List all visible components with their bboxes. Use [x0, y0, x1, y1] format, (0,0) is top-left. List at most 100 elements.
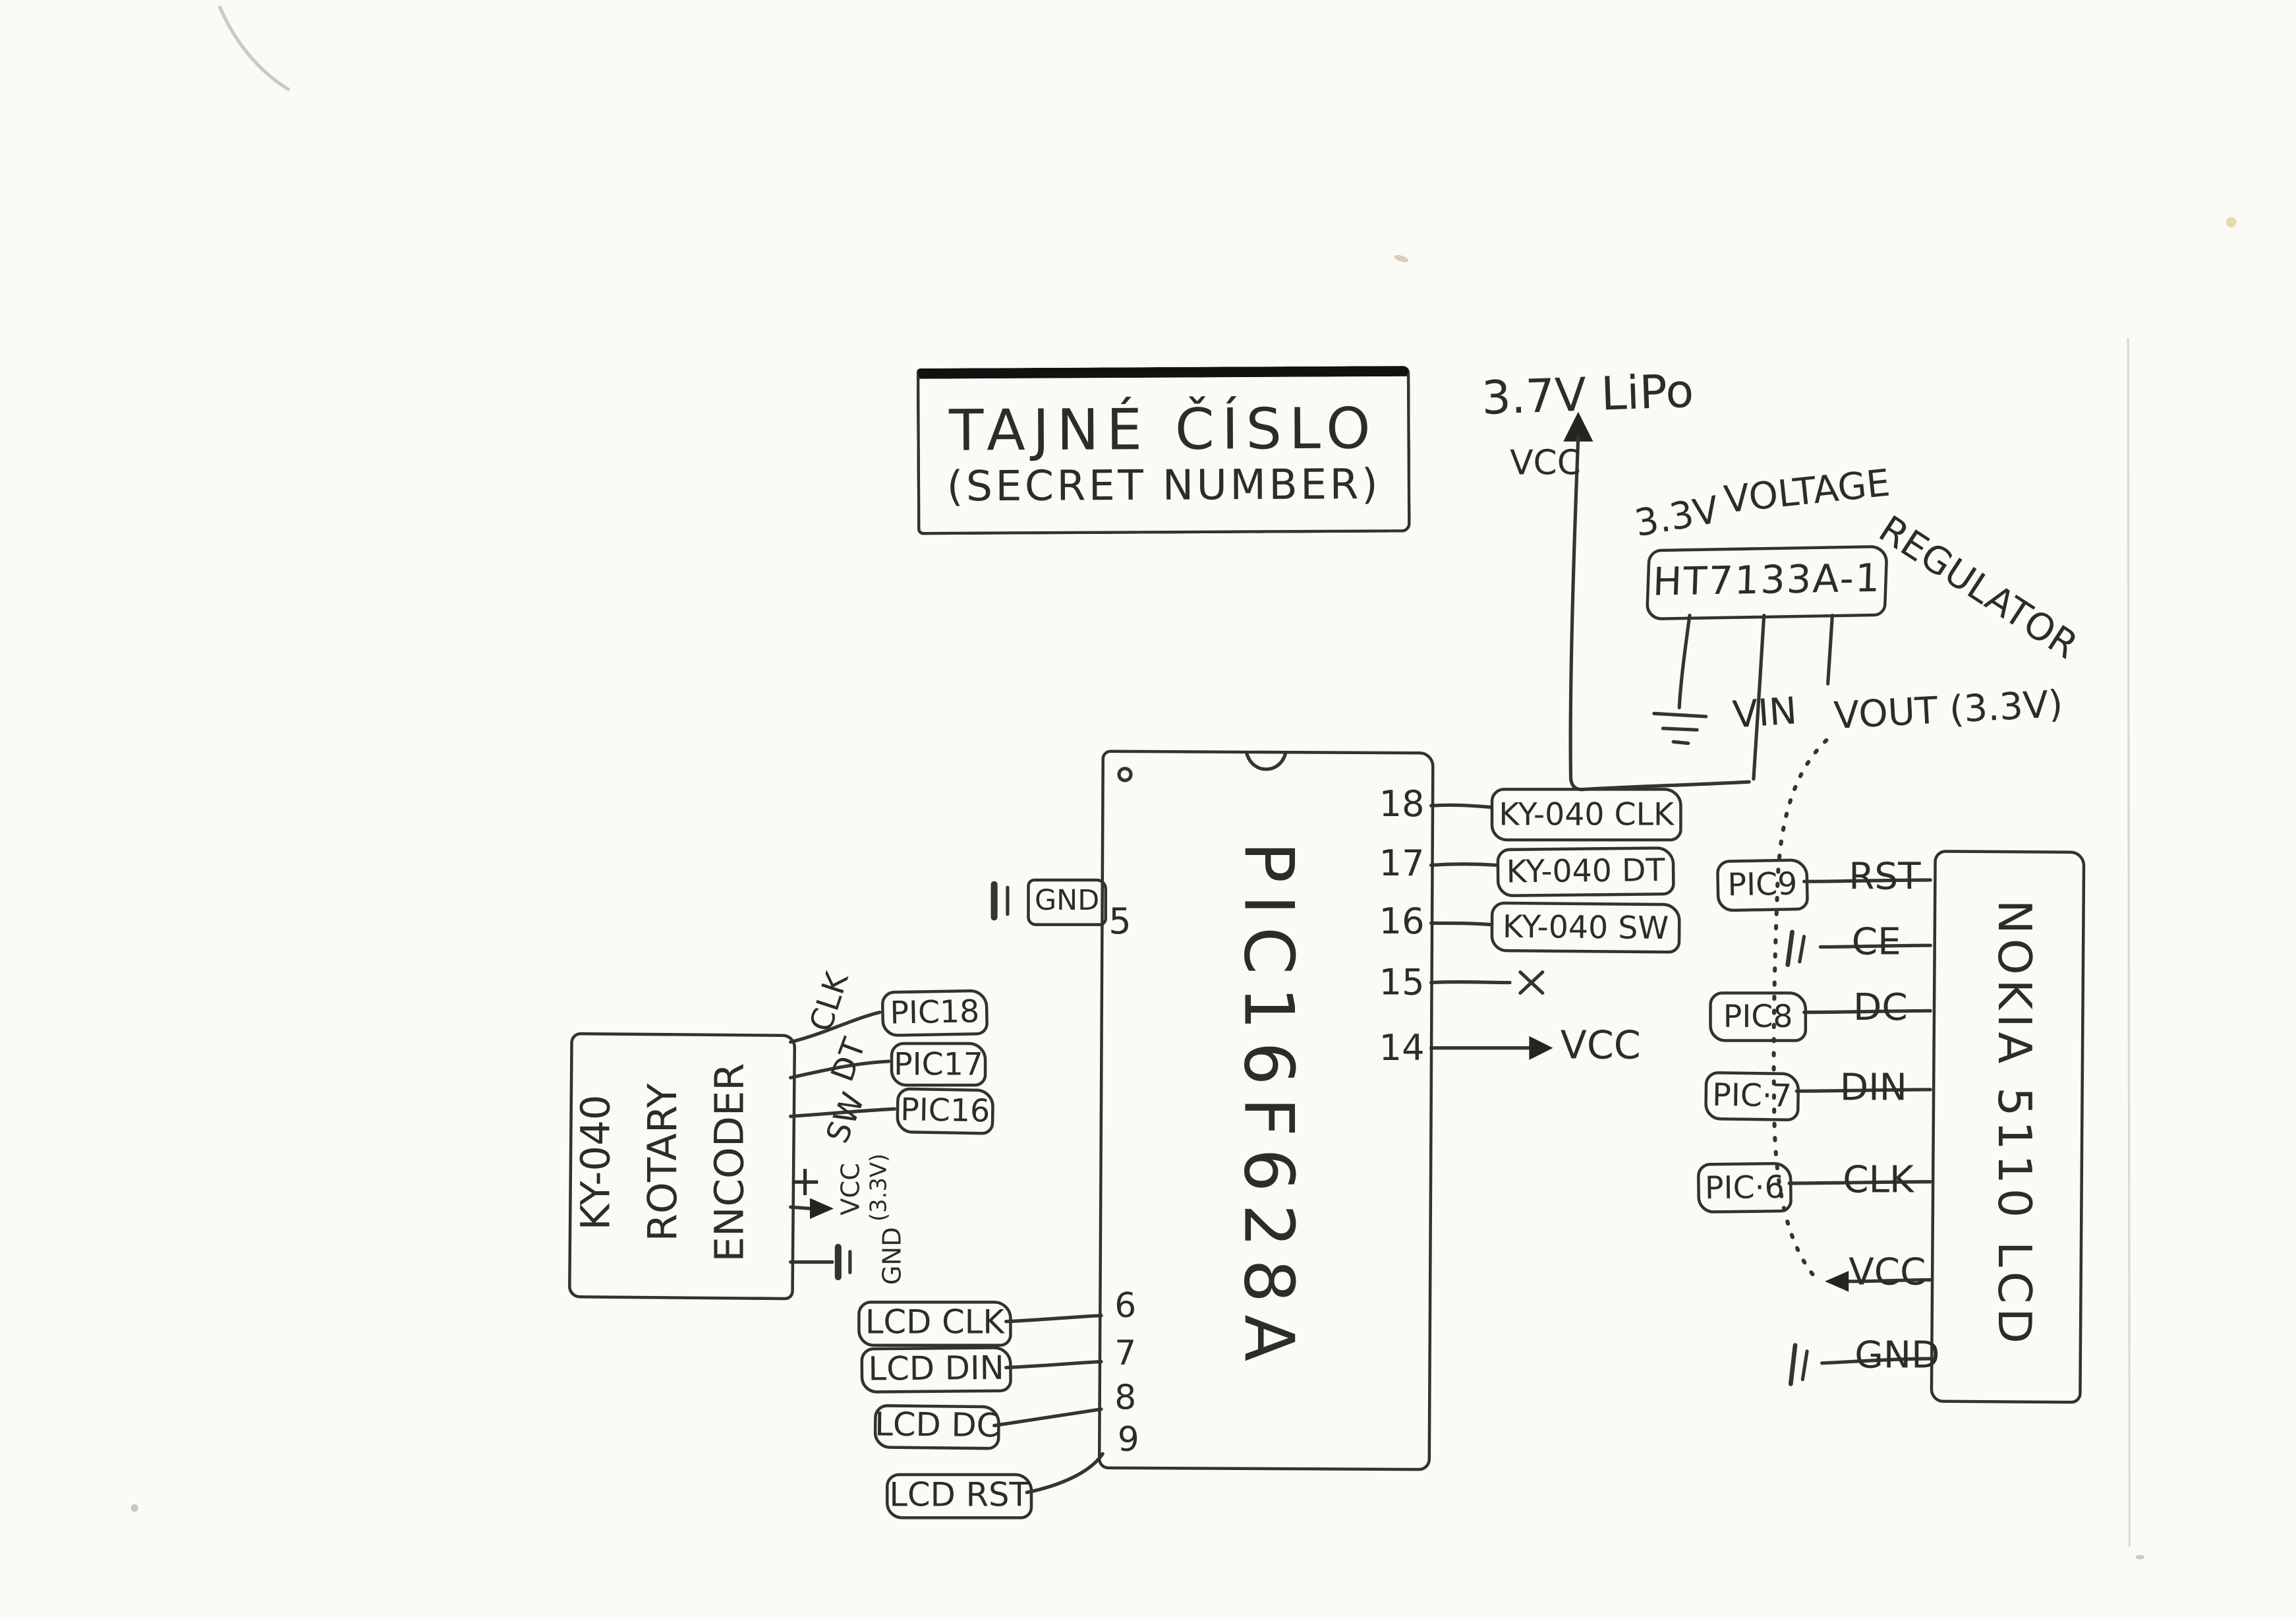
nokia-name-label: NOKIA 5110 LCD [1986, 899, 2041, 1348]
paper-speck [2225, 217, 2237, 228]
ground-bar-ce-2 [1798, 935, 1806, 964]
wire-pin6-lcdclk [1004, 1314, 1103, 1324]
dotted-wire-vout-to-lcd-vcc [1771, 738, 1829, 1281]
tag-label-pic18: PIC18 [890, 994, 980, 1032]
wire-lcd-rst [1802, 878, 1932, 883]
tag-label-pic8: PIC8 [1723, 999, 1793, 1035]
title-czech: TAJNÉ ČÍSLO [948, 396, 1379, 463]
nokia-dc-label: DC [1852, 986, 1908, 1029]
wire-lcd-ce [1818, 943, 1932, 949]
wire-pin16-ky040sw [1429, 921, 1493, 927]
tag-box-pic7: PIC·7 [1704, 1071, 1800, 1122]
wire-lcd-din [1794, 1088, 1932, 1093]
wire-lcd-vcc [1847, 1278, 1932, 1283]
wire-reg-vin-leg [1752, 613, 1766, 781]
wire-battery-vin [1568, 435, 1751, 792]
encoder-gnd-label: GND [878, 1227, 908, 1285]
wire-lcd-dc [1802, 1009, 1932, 1015]
paper-speck [2135, 1554, 2144, 1560]
tag-label-pic9: PIC9 [1727, 866, 1798, 904]
net-box-ky040-clk: KY-040 CLK [1490, 788, 1682, 842]
tag-box-pic8: PIC8 [1709, 991, 1808, 1042]
net-label-ky040-dt: KY-040 DT [1506, 853, 1665, 891]
wire-pin8-lcddc [992, 1407, 1103, 1428]
pin5-gnd-label: GND [1034, 884, 1100, 918]
net-box-lcd-din: LCD DIN [860, 1346, 1012, 1394]
arrow-left-icon [1825, 1271, 1849, 1292]
pin-number-17: 17 [1379, 842, 1425, 885]
pin5-gnd-box: GND [1027, 878, 1107, 926]
pin-number-15: 15 [1379, 961, 1425, 1004]
paper-speck [130, 1504, 138, 1512]
tag-box-pic6: PIC·6 [1696, 1162, 1793, 1214]
battery-label: 3.7V LiPo [1480, 365, 1695, 427]
tag-box-pic9: PIC9 [1715, 858, 1810, 912]
net-box-lcd-dc: LCD DC [873, 1403, 1000, 1450]
encoder-vcc-label: VCC [836, 1162, 867, 1216]
wire-lcd-clk [1787, 1180, 1932, 1185]
net-box-lcd-rst: LCD RST [885, 1473, 1033, 1519]
encoder-plus-sign: + [788, 1156, 823, 1206]
title-english: (SECRET NUMBER) [946, 459, 1381, 511]
net-box-lcd-clk: LCD CLK [857, 1301, 1012, 1347]
encoder-name-line3: ENCODER [707, 1063, 754, 1262]
wire-reg-vout-leg [1826, 613, 1835, 686]
tag-label-pic7: PIC·7 [1711, 1078, 1793, 1115]
title-box: TAJNÉ ČÍSLO (SECRET NUMBER) [916, 366, 1411, 535]
pin-number-14: 14 [1379, 1027, 1425, 1069]
nc-x-icon [1518, 970, 1545, 995]
net-label-lcd-din: LCD DIN [868, 1350, 1004, 1389]
wire-lcd-gnd [1820, 1357, 1932, 1365]
nokia-din-label: DIN [1839, 1065, 1907, 1109]
pin-number-5: 5 [1108, 900, 1132, 943]
net-label-ky040-sw: KY-040 SW [1502, 908, 1669, 947]
net-box-ky040-dt: KY-040 DT [1496, 846, 1675, 898]
arrow-up-icon [1563, 411, 1593, 442]
pin-number-7: 7 [1114, 1334, 1137, 1374]
wire-enc-clk [789, 1011, 882, 1044]
arrow-right-icon [809, 1198, 834, 1220]
wire-pin9-lcdrst [1025, 1452, 1105, 1494]
page-curl-shadow [218, 5, 291, 91]
net-label-lcd-dc: LCD DC [874, 1407, 1000, 1446]
nokia-clk-label: CLK [1843, 1158, 1914, 1202]
encoder-name-line2: ROTARY [640, 1083, 687, 1242]
wire-pin18-ky040clk [1429, 803, 1493, 810]
wire-pin15-nc [1429, 980, 1512, 985]
pin-number-8: 8 [1114, 1379, 1137, 1419]
nokia-vcc-label: VCC [1849, 1250, 1926, 1293]
net-label-lcd-clk: LCD CLK [865, 1305, 1004, 1343]
paper-edge-line [2127, 338, 2131, 1547]
net-label-ky040-clk: KY-040 CLK [1499, 796, 1675, 833]
regulator-box: HT7133A-1 [1645, 545, 1889, 621]
pin-number-18: 18 [1379, 783, 1425, 825]
pin-number-9: 9 [1117, 1421, 1139, 1460]
nokia-gnd-label: GND [1854, 1333, 1940, 1377]
tag-label-pic6: PIC·6 [1704, 1169, 1785, 1206]
ground-bar-gnd-2 [1800, 1349, 1809, 1382]
wire-enc-dt [789, 1059, 891, 1080]
chip-notch-icon [1245, 751, 1288, 771]
nokia-rst-label: RST [1849, 854, 1921, 898]
net-label-lcd-rst: LCD RST [889, 1477, 1029, 1515]
wire-pin7-lcddin [1004, 1359, 1103, 1370]
encoder-name-line1: KY-040 [573, 1094, 620, 1231]
net-box-ky040-sw: KY-040 SW [1490, 901, 1681, 954]
mcu-part-label: PIC16F628A [1228, 841, 1309, 1374]
tag-label-pic16: PIC16 [900, 1092, 990, 1130]
battery-vcc-label: VCC [1510, 444, 1582, 483]
pin-number-16: 16 [1379, 900, 1425, 943]
pin1-dot-icon [1117, 767, 1133, 782]
ground-icon-regulator [1652, 711, 1708, 746]
wire-enc-vcc [789, 1205, 812, 1210]
vin-label: VIN [1731, 689, 1798, 737]
tag-label-pic17: PIC17 [894, 1046, 983, 1082]
wire-enc-sw [789, 1107, 897, 1119]
ground-bar-gnd-1 [1788, 1343, 1798, 1386]
regulator-part-label: HT7133A-1 [1651, 557, 1882, 606]
tag-box-pic16: PIC16 [896, 1087, 995, 1135]
wire-pin17-ky040dt [1429, 862, 1499, 868]
